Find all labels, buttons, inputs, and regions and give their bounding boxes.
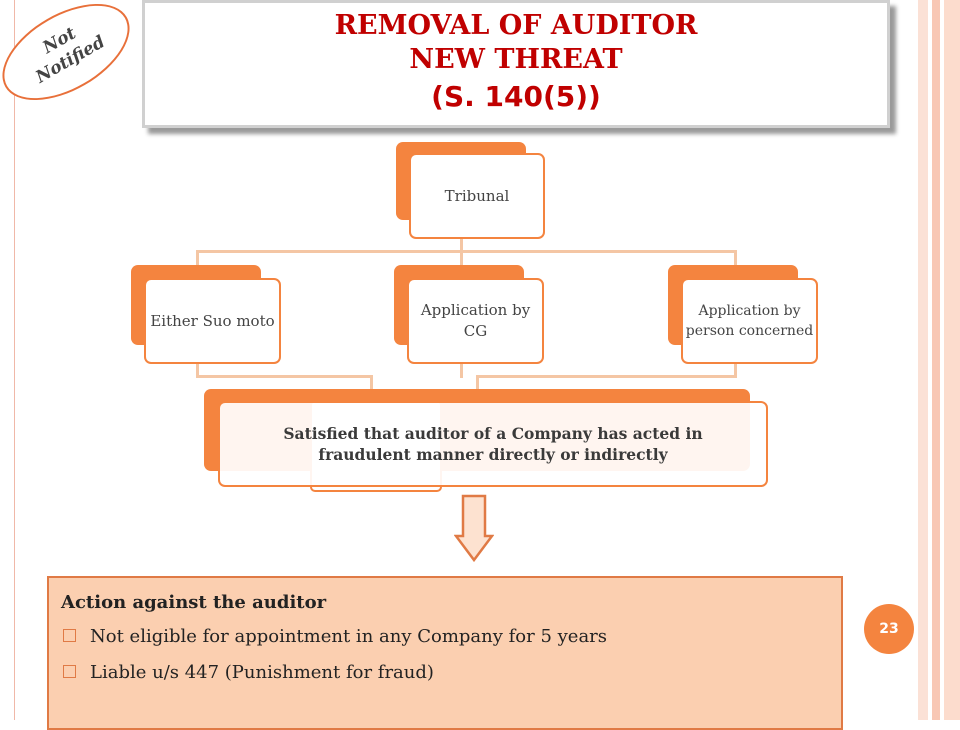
connector-line [734, 250, 737, 270]
right-frame-stripe [918, 0, 928, 720]
right-frame-stripe [932, 0, 940, 720]
connector-line [196, 250, 736, 253]
connector-line [196, 250, 199, 270]
bullet-icon [63, 628, 76, 642]
action-item: Liable u/s 447 (Punishment for fraud) [63, 662, 434, 683]
tribunal-label: Tribunal [444, 187, 510, 205]
connector-line [476, 375, 736, 378]
result-node: Satisfied that auditor of a Company has … [218, 401, 768, 487]
down-arrow-icon [454, 494, 494, 563]
person-concerned-node: Application by person concerned [681, 278, 818, 364]
right-frame-stripe [944, 0, 960, 720]
connector-line [370, 375, 373, 390]
suo-moto-label: Either Suo moto [150, 311, 275, 330]
action-box: Action against the auditor Not eligible … [47, 576, 843, 730]
title-line-2: NEW THREAT [409, 44, 623, 75]
cg-application-label: Application by CG [420, 301, 531, 340]
page-number-badge: 23 [864, 604, 914, 654]
left-frame-border [0, 0, 15, 720]
result-label: Satisfied that auditor of a Company has … [283, 424, 703, 464]
bullet-icon [63, 664, 76, 678]
title-line-3: (S. 140(5)) [431, 80, 601, 113]
action-item: Not eligible for appointment in any Comp… [63, 626, 607, 647]
connector-line [460, 250, 463, 270]
connector-line [476, 375, 479, 390]
page-number: 23 [879, 621, 899, 637]
not-notified-badge: Not Notified [0, 0, 146, 120]
cg-application-node: Application by CG [407, 278, 544, 364]
connector-line [196, 375, 372, 378]
action-heading: Action against the auditor [61, 592, 327, 613]
title-box [142, 0, 890, 128]
tribunal-node: Tribunal [409, 153, 545, 239]
action-item-text: Liable u/s 447 (Punishment for fraud) [90, 662, 434, 683]
action-item-text: Not eligible for appointment in any Comp… [90, 626, 608, 647]
person-concerned-label: Application by person concerned [685, 303, 814, 339]
title-line-1: REMOVAL OF AUDITOR [334, 10, 698, 41]
suo-moto-node: Either Suo moto [144, 278, 281, 364]
